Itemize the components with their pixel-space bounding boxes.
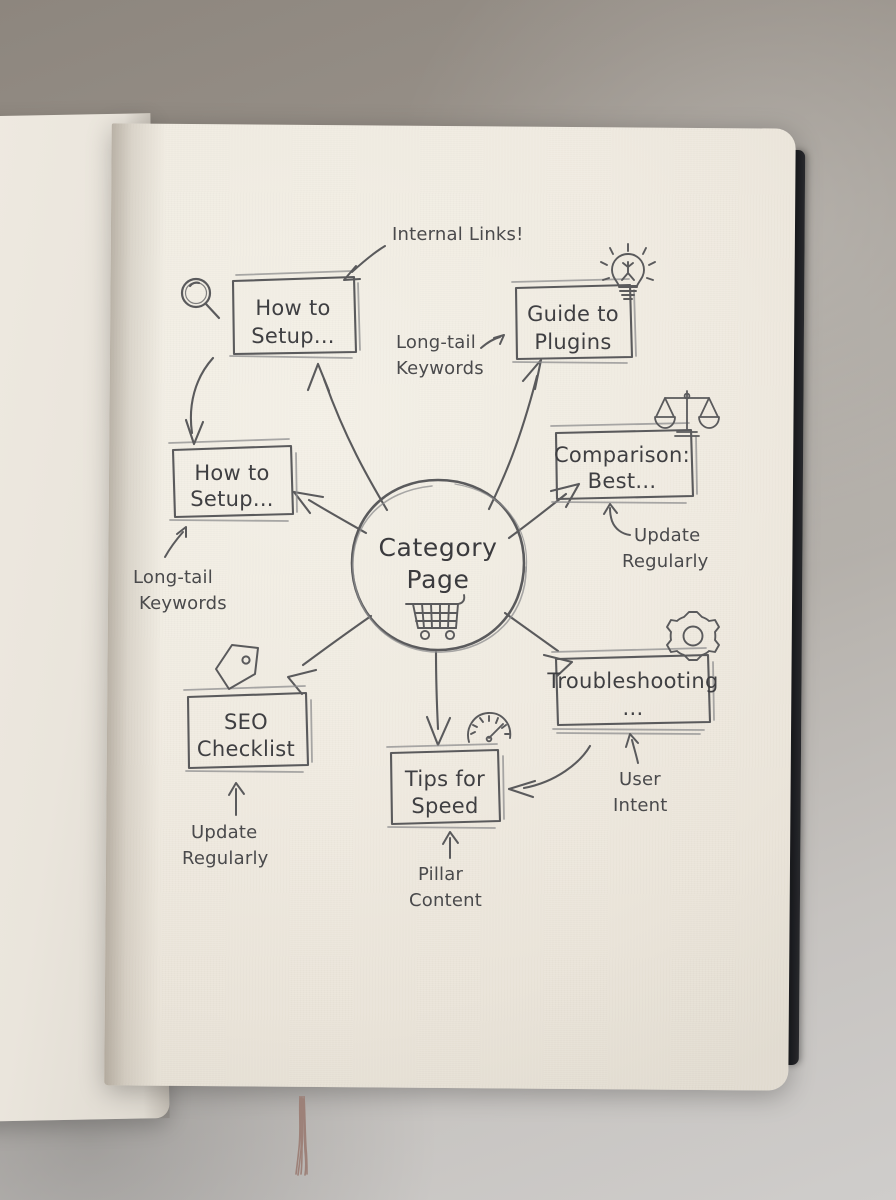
bookmark-ribbon — [295, 1096, 308, 1176]
notebook-right-page — [104, 123, 796, 1091]
